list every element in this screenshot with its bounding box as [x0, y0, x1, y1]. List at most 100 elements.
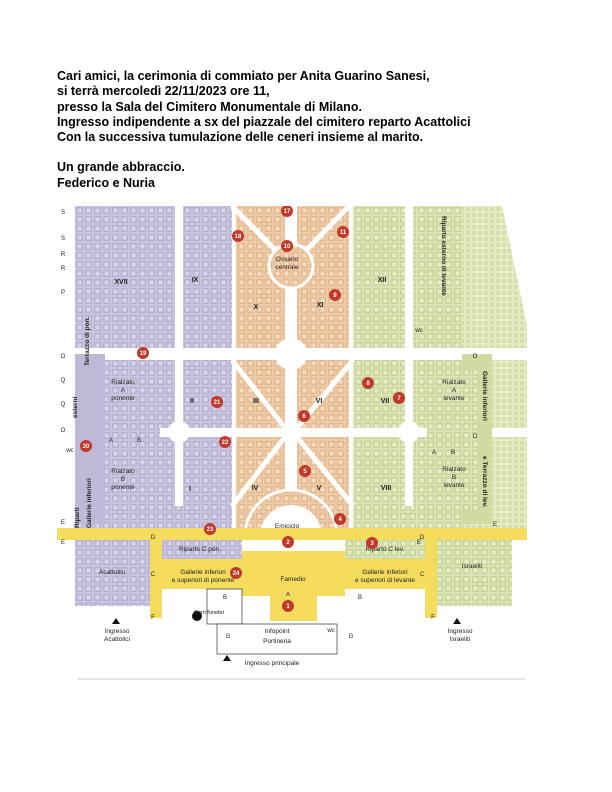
- zone-acattolici: [75, 536, 150, 606]
- riparto-esterno-levante-label: Riparto esterno di levante: [440, 216, 447, 296]
- rialzato-b-levante-label-3: levante: [444, 482, 465, 489]
- cemetery-map-svg: IX X XI XII XVII II III VI VII I IV V VI…: [57, 206, 527, 680]
- pin-17: 17: [281, 206, 293, 217]
- pin-number: 20: [83, 444, 90, 450]
- pin-23: 23: [204, 523, 216, 535]
- pin-21: 21: [211, 396, 223, 408]
- letter-label: D: [151, 535, 156, 541]
- famedio: [242, 551, 345, 596]
- ingresso-acattolici-label: Ingresso: [105, 628, 130, 635]
- letter-line: Con la successiva tumulazione delle cene…: [57, 130, 424, 145]
- gallerie-inferiori-west-label: Gallerie inferiori: [86, 478, 93, 528]
- ingresso-acattolici-arrow: [112, 618, 120, 624]
- ingresso-principale-label: Ingresso principale: [245, 660, 300, 667]
- pin-number: 21: [214, 400, 221, 406]
- letter-label: Q: [61, 378, 66, 384]
- section-xi: XI: [317, 302, 324, 309]
- pin-number: 1: [286, 604, 290, 610]
- rialzato-a-ponente-label-3: ponente: [111, 395, 135, 402]
- pin-group: 17 18 10 11 9 19 8 7 21 6 20 22 5 4 23 2…: [80, 206, 405, 612]
- pin-number: 3: [370, 541, 374, 547]
- gallerie-ponente: [162, 559, 242, 589]
- letter-label: O: [473, 354, 478, 360]
- rialzato-a-levante-label: Rialzato: [442, 379, 466, 386]
- section-vi: VI: [316, 398, 323, 405]
- pin-9: 9: [329, 289, 341, 301]
- portineria-label: Portineria: [263, 638, 291, 645]
- pin-7: 7: [393, 392, 405, 404]
- zone-israeliti: [437, 536, 512, 606]
- ingresso-israeliti-label-2: Israeliti: [450, 636, 471, 643]
- wc-label: wc: [65, 448, 73, 454]
- section-x: X: [254, 304, 259, 311]
- pin-number: 18: [235, 234, 242, 240]
- letter-label: R: [61, 252, 66, 258]
- letter-label: A: [286, 592, 290, 598]
- pin-number: 23: [207, 527, 214, 533]
- pin-number: 19: [140, 351, 147, 357]
- letter-line: presso la Sala del Cimitero Monumentale …: [57, 99, 362, 114]
- section-i: I: [189, 486, 191, 493]
- blank-line: [57, 145, 557, 160]
- pin-3: 3: [366, 537, 378, 549]
- israeliti-label: Israeliti: [462, 563, 483, 570]
- letter-line: Cari amici, la cerimonia di commiato per…: [57, 69, 430, 83]
- pin-6: 6: [298, 410, 310, 422]
- pin-number: 2: [286, 540, 290, 546]
- rialzato-b-ponente-label-3: ponente: [111, 484, 135, 491]
- letter-label: C: [420, 572, 425, 578]
- gallerie-inferiori-east-label: Gallerie inferiori: [481, 371, 488, 421]
- pin-number: 6: [302, 414, 306, 420]
- gallerie-ponente-label-2: e superiori di ponente: [172, 577, 235, 584]
- wc-label: wc: [414, 328, 422, 334]
- riparto-c-pon-label: Riparto C pon.: [179, 546, 221, 553]
- letter-label: E: [493, 522, 497, 528]
- section-xii: XII: [378, 277, 387, 284]
- pin-18: 18: [232, 230, 244, 242]
- gallerie-levante-label: Gallerie inferiori: [362, 569, 408, 576]
- rialzato-b-levante-label-2: B: [452, 474, 456, 481]
- rialzato-a-levante-label-3: levante: [444, 395, 465, 402]
- invitation-text: Cari amici, la cerimonia di commiato per…: [57, 69, 557, 191]
- pin-number: 24: [233, 571, 240, 577]
- section-ix: IX: [192, 277, 199, 284]
- letter-label: R: [61, 266, 66, 272]
- letter-label: F: [431, 615, 435, 621]
- letter-line: si terrà mercoledì 22/11/2023 ore 11,: [57, 84, 270, 99]
- riparto-c-lev-label: Riparto C lev.: [366, 546, 405, 553]
- letter-label: S: [61, 210, 65, 216]
- closing-signature: Federico e Nuria: [57, 175, 155, 190]
- rialzato-b-ponente-label: Rialzato: [111, 468, 135, 475]
- letter-label: C: [151, 572, 156, 578]
- pin-2: 2: [282, 536, 294, 548]
- letter-label: B: [358, 595, 362, 601]
- section-iii: III: [253, 398, 259, 405]
- closing-greeting: Un grande abbraccio.: [57, 160, 185, 175]
- pin-1: 1: [282, 600, 294, 612]
- pin-8: 8: [362, 377, 374, 389]
- terrazzo-ponente-label: Terrazzo di pon.: [84, 316, 91, 366]
- ingresso-israeliti-arrow: [453, 618, 461, 624]
- pin-4: 4: [334, 513, 346, 525]
- rialzato-a-ponente-label-2: A: [121, 387, 126, 394]
- pin-24: 24: [230, 567, 242, 579]
- rialzato-b-levante-label: Rialzato: [442, 466, 466, 473]
- emiciclo-label: Emiciclo: [275, 523, 300, 530]
- letter-label: E: [417, 540, 421, 546]
- ingresso-acattolici-label-2: Acattolici: [104, 636, 130, 643]
- carri-funebri-label: Carri funebri: [194, 610, 224, 616]
- pin-11: 11: [337, 226, 349, 238]
- pin-number: 17: [284, 209, 291, 215]
- gallerie-levante: [345, 559, 425, 589]
- ingresso-principale-arrow: [223, 655, 231, 661]
- pin-10: 10: [281, 240, 293, 252]
- pin-number: 11: [340, 230, 347, 236]
- letter-label: B: [451, 450, 455, 456]
- letter-line: Ingresso indipendente a sx del piazzale …: [57, 114, 471, 129]
- famedio-label: Famedio: [280, 576, 306, 583]
- letter-label: G: [226, 634, 231, 640]
- section-vii: VII: [381, 398, 390, 405]
- letter-label: Q: [61, 402, 66, 408]
- section-v: V: [317, 485, 322, 492]
- letter-label: O: [473, 434, 478, 440]
